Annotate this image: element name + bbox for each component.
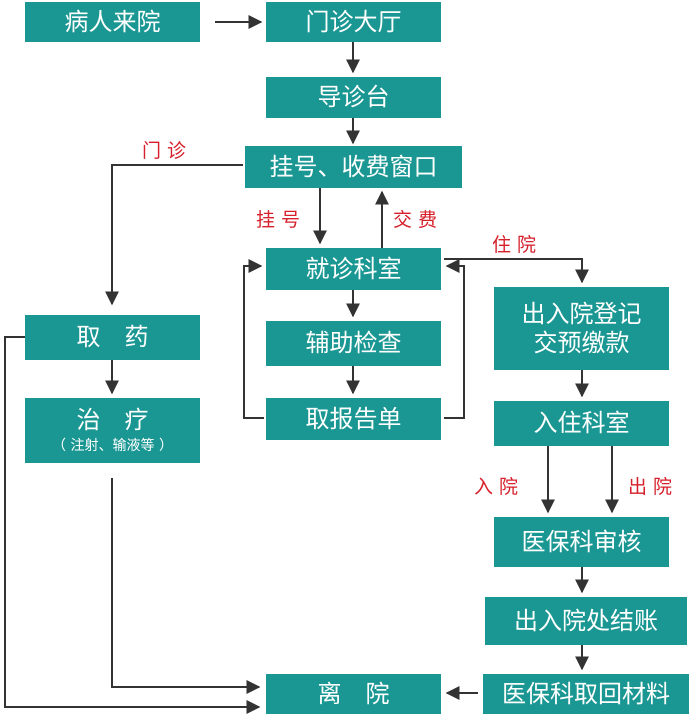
arrow-report-back-left xyxy=(243,259,264,419)
treatment-label: 治 疗 xyxy=(76,406,149,435)
admit-label: 入 院 xyxy=(474,476,519,498)
discharge-label: 出 院 xyxy=(628,476,673,498)
patient-arrival-label: 病人来院 xyxy=(64,7,161,36)
pay-label: 交 费 xyxy=(393,209,438,231)
take-medicine-box: 取 药 xyxy=(25,315,200,360)
admission-registration-box: 出入院登记 交预缴款 xyxy=(494,287,669,370)
insurance-review-box: 医保科审核 xyxy=(494,517,669,567)
insurance-materials-label: 医保科取回材料 xyxy=(502,679,670,708)
arrow-window-to-medicine xyxy=(105,164,243,306)
clinic-room-box: 就诊科室 xyxy=(266,248,441,290)
arrow-medicine-to-leave xyxy=(4,336,261,714)
collect-report-box: 取报告单 xyxy=(266,398,441,440)
auxiliary-exam-box: 辅助检查 xyxy=(266,321,441,366)
register-label: 挂 号 xyxy=(256,209,301,231)
insurance-materials-box: 医保科取回材料 xyxy=(483,674,689,714)
treatment-note: （ 注射、输液等 ） xyxy=(52,438,173,455)
outpatient-hall-box: 门诊大厅 xyxy=(266,2,441,42)
insurance-review-label: 医保科审核 xyxy=(521,527,642,556)
arrow-treatment-to-leave xyxy=(111,478,261,694)
patient-arrival-box: 病人来院 xyxy=(25,2,200,42)
outpatient-label: 门 诊 xyxy=(142,140,187,162)
clinic-room-label: 就诊科室 xyxy=(305,254,402,283)
take-medicine-label: 取 药 xyxy=(76,323,149,352)
collect-report-label: 取报告单 xyxy=(305,404,402,433)
guide-desk-box: 导诊台 xyxy=(266,77,441,118)
arrow-report-back-right xyxy=(444,259,465,419)
discharge-settlement-box: 出入院处结账 xyxy=(485,597,687,645)
guide-desk-label: 导诊台 xyxy=(317,83,390,112)
inpatient-ward-box: 入住科室 xyxy=(494,401,669,446)
inpatient-ward-label: 入住科室 xyxy=(533,409,630,438)
discharge-settlement-label: 出入院处结账 xyxy=(514,606,658,635)
leave-hospital-box: 离 院 xyxy=(266,674,441,714)
auxiliary-exam-label: 辅助检查 xyxy=(305,329,402,358)
hospitalize-label: 住 院 xyxy=(492,234,537,256)
arrow-clinic-to-admission xyxy=(444,258,589,284)
admission-registration-line2: 交预缴款 xyxy=(533,328,630,357)
treatment-box: 治 疗 （ 注射、输液等 ） xyxy=(25,398,200,463)
outpatient-hall-label: 门诊大厅 xyxy=(305,7,402,36)
registration-window-label: 挂号、收费窗口 xyxy=(269,152,438,181)
leave-hospital-label: 离 院 xyxy=(317,679,390,708)
admission-registration-line1: 出入院登记 xyxy=(521,299,642,328)
registration-window-box: 挂号、收费窗口 xyxy=(245,146,462,188)
